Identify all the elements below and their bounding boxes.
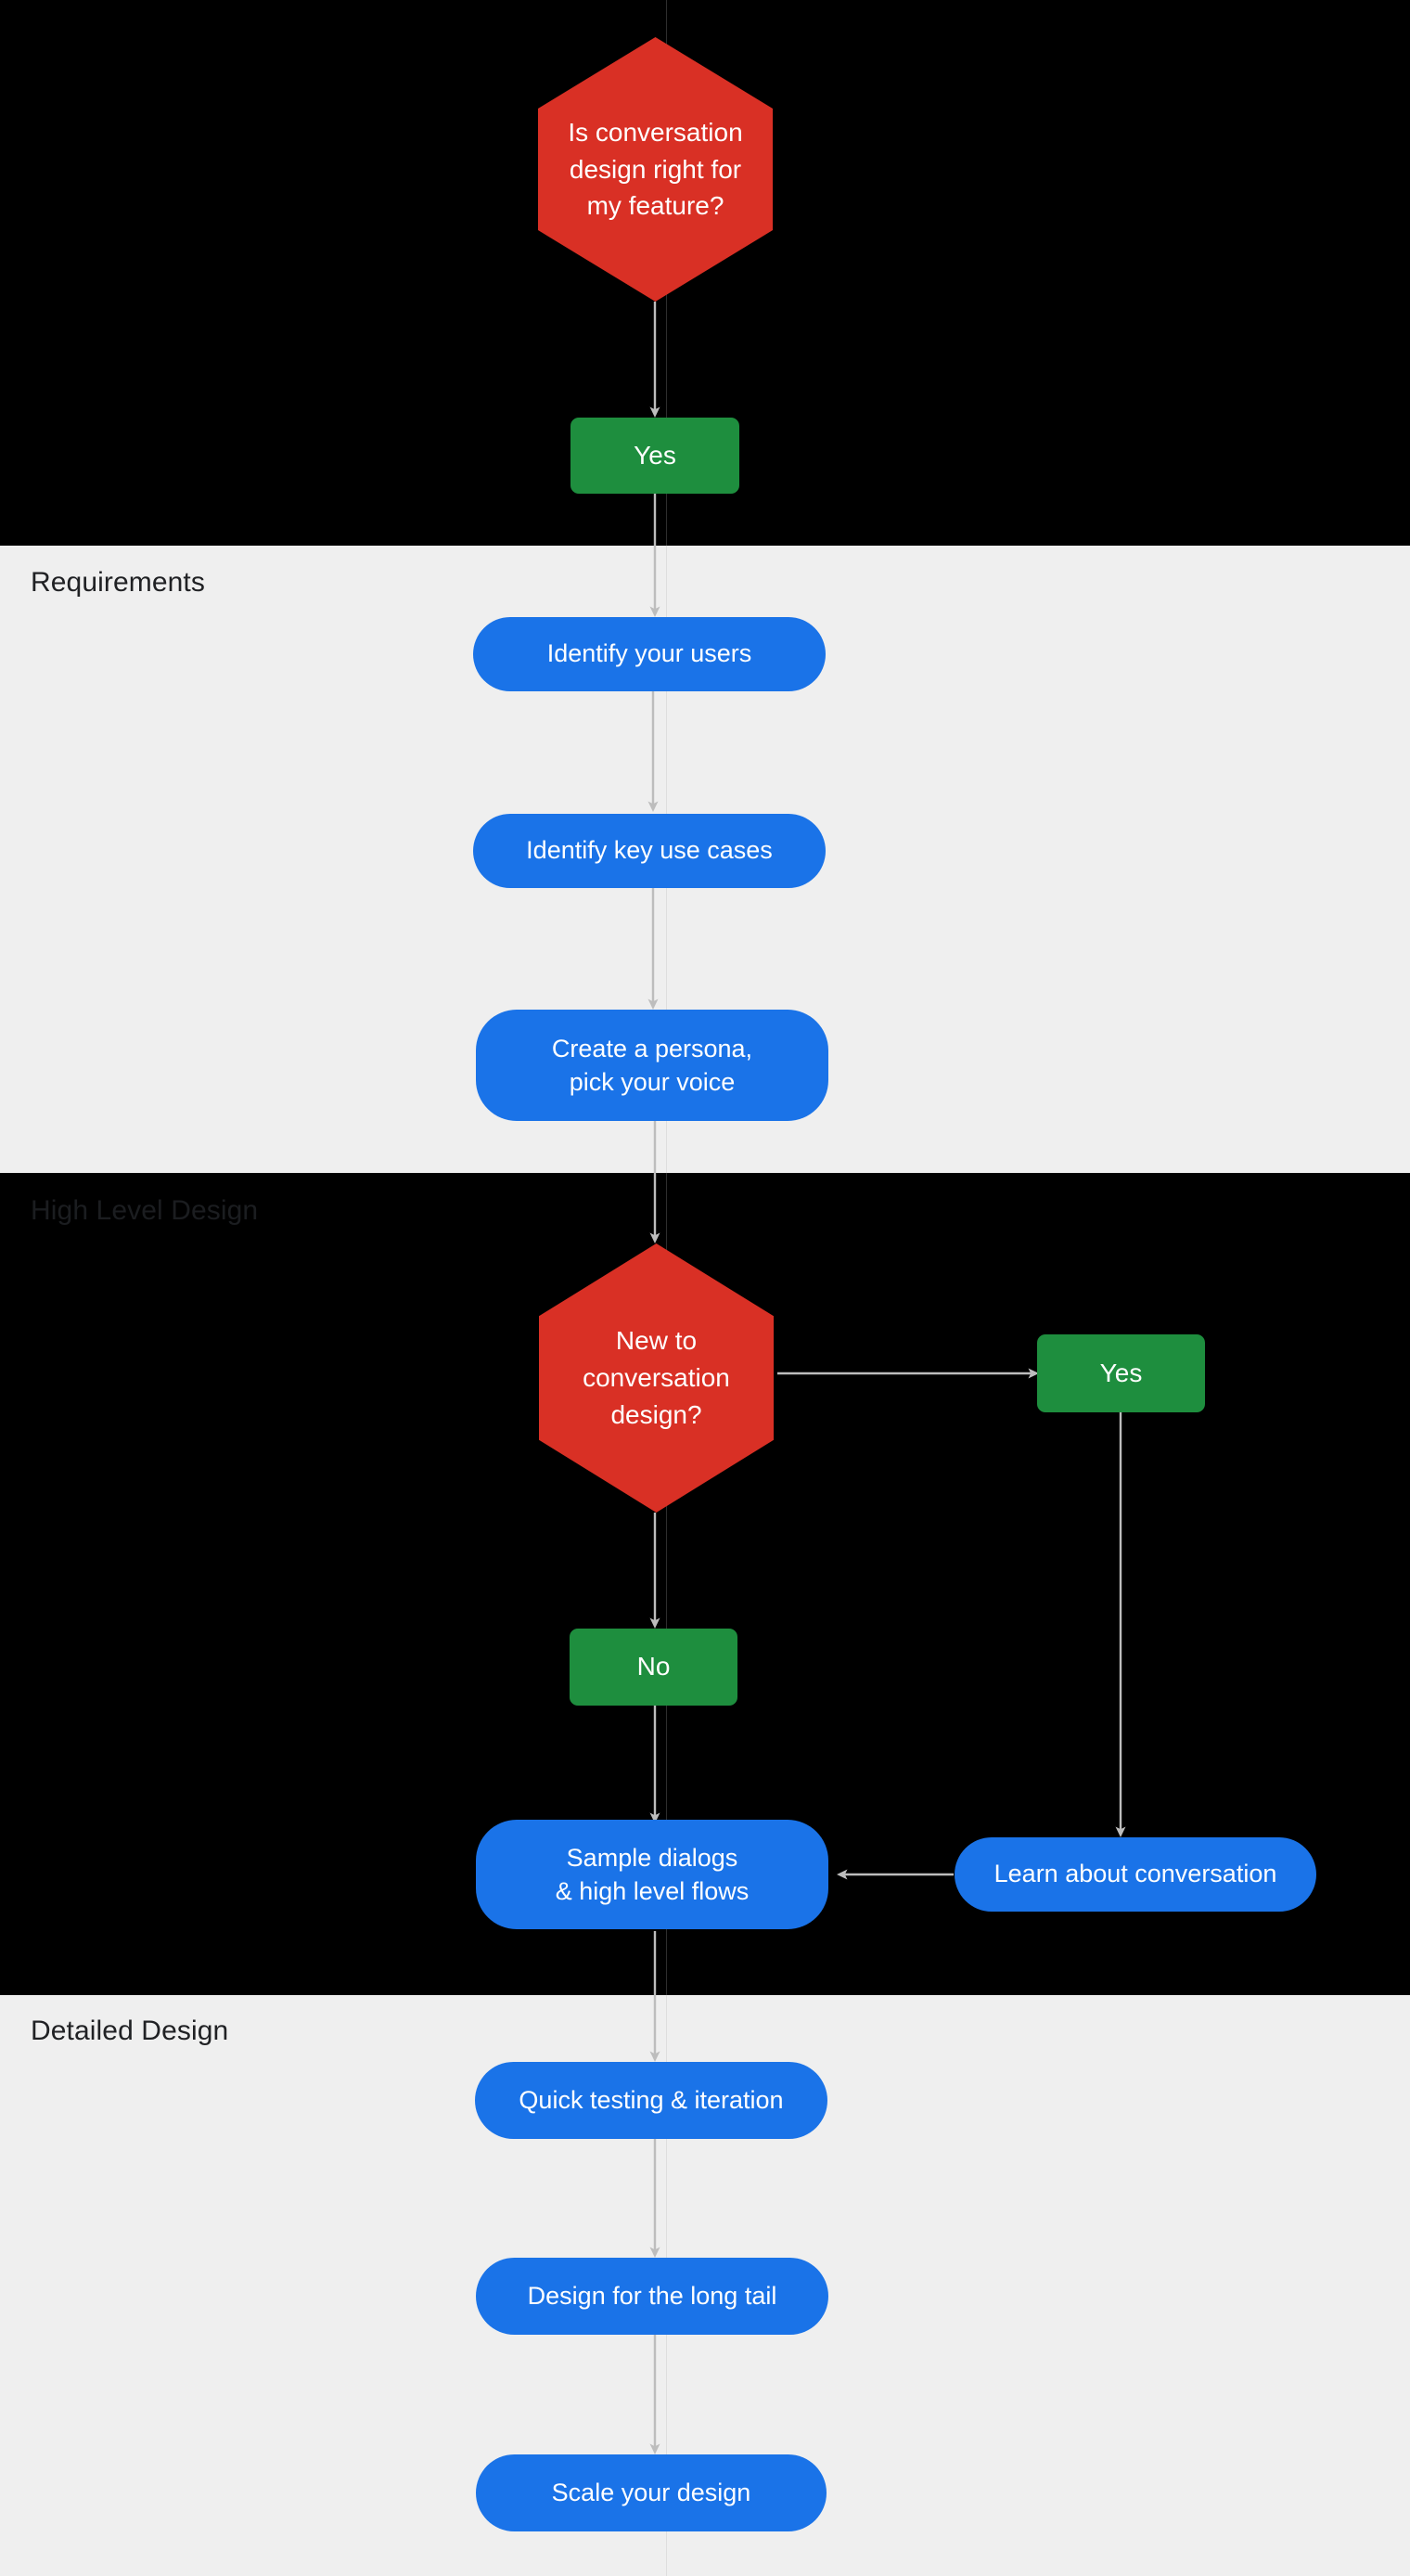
answer-node-no[interactable]: No: [570, 1629, 737, 1706]
decision-line-1: New to: [615, 1326, 698, 1356]
section-label-detailed-design: Detailed Design: [31, 2016, 229, 2046]
answer-node-yes-2[interactable]: Yes: [1037, 1334, 1205, 1412]
step-node-sample-dialogs[interactable]: Sample dialogs & high level flows: [476, 1820, 828, 1929]
answer-node-label: Yes: [1099, 1358, 1143, 1387]
step-node-label: Identify your users: [546, 639, 752, 668]
step-node-label: Identify key use cases: [526, 836, 773, 865]
step-node-label: Scale your design: [551, 2478, 751, 2506]
step-line-2: & high level flows: [555, 1877, 750, 1905]
step-node-label: Design for the long tail: [527, 2281, 777, 2310]
decision-line-2: conversation: [583, 1363, 730, 1393]
step-line-1: Sample dialogs: [566, 1843, 738, 1872]
section-label-high-level-design: High Level Design: [31, 1195, 259, 1226]
decision-line-3: design?: [610, 1399, 702, 1429]
decision-node-label: New to conversation design?: [539, 1322, 774, 1433]
step-line-1: Create a persona,: [551, 1034, 753, 1063]
step-node-label: Create a persona, pick your voice: [552, 1032, 752, 1099]
step-node-quick-testing-iteration[interactable]: Quick testing & iteration: [475, 2062, 827, 2139]
answer-node-label: Yes: [634, 440, 676, 470]
decision-line-1: Is conversation: [568, 117, 743, 147]
step-node-design-for-the-long-tail[interactable]: Design for the long tail: [476, 2258, 828, 2335]
decision-line-2: design right for: [569, 154, 742, 184]
decision-node-conversation-design-right[interactable]: Is conversation design right for my feat…: [538, 37, 773, 302]
step-node-scale-your-design[interactable]: Scale your design: [476, 2454, 827, 2531]
step-line-2: pick your voice: [569, 1068, 736, 1096]
decision-line-3: my feature?: [586, 191, 724, 221]
section-label-requirements: Requirements: [31, 567, 205, 598]
answer-node-yes-1[interactable]: Yes: [570, 418, 739, 494]
step-node-label: Learn about conversation: [993, 1860, 1277, 1888]
step-node-identify-key-use-cases[interactable]: Identify key use cases: [473, 814, 826, 888]
answer-node-label: No: [636, 1652, 671, 1681]
decision-node-label: Is conversation design right for my feat…: [538, 114, 773, 225]
step-node-create-a-persona[interactable]: Create a persona, pick your voice: [476, 1010, 828, 1121]
step-node-label: Quick testing & iteration: [519, 2085, 784, 2114]
step-node-identify-your-users[interactable]: Identify your users: [473, 617, 826, 691]
step-node-learn-about-conversation[interactable]: Learn about conversation: [955, 1837, 1316, 1912]
step-node-label: Sample dialogs & high level flows: [556, 1841, 750, 1908]
decision-node-new-to-conversation-design[interactable]: New to conversation design?: [539, 1243, 774, 1513]
